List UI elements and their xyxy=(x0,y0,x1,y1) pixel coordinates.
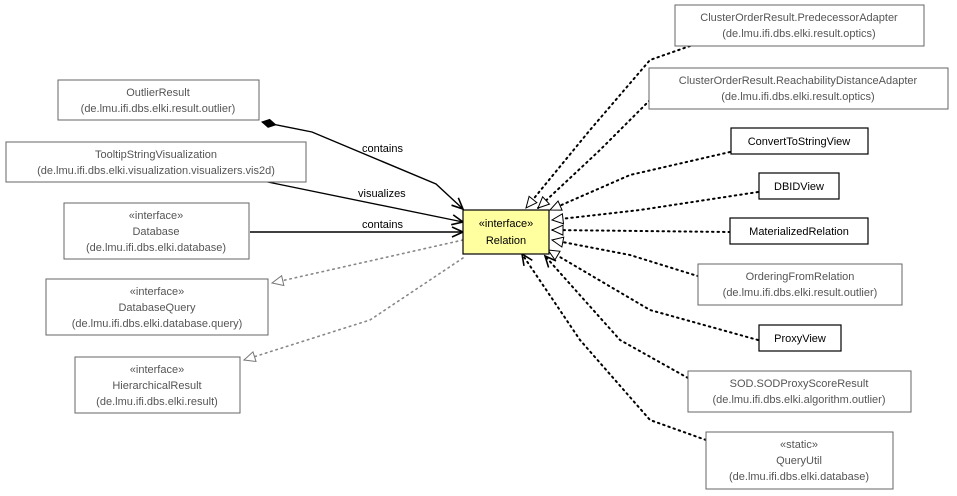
database-query-stereotype: «interface» xyxy=(130,286,184,298)
outlier-result-pkg: (de.lmu.ifi.dbs.elki.result.outlier) xyxy=(81,103,236,115)
edge-relation-databasequery xyxy=(270,239,464,287)
tooltip-name: TooltipStringVisualization xyxy=(95,149,217,161)
class-database-query[interactable]: «interface» DatabaseQuery (de.lmu.ifi.db… xyxy=(45,278,269,336)
edge-queryutil-relation xyxy=(520,252,707,441)
class-reachability-adapter[interactable]: ClusterOrderResult.ReachabilityDistanceA… xyxy=(648,67,949,110)
edge-dbidview-relation xyxy=(550,191,759,225)
relation-name: Relation xyxy=(486,235,526,247)
edge-proxy-relation xyxy=(546,249,759,341)
edge-convert-relation xyxy=(548,151,731,211)
hierarchical-stereotype: «interface» xyxy=(130,364,184,376)
queryutil-pkg: (de.lmu.ifi.dbs.elki.database) xyxy=(729,471,869,483)
dbidview-name: DBIDView xyxy=(774,181,824,193)
predecessor-name: ClusterOrderResult.PredecessorAdapter xyxy=(700,12,898,24)
hierarchical-pkg: (de.lmu.ifi.dbs.elki.result) xyxy=(96,396,218,408)
sod-name: SOD.SODProxyScoreResult xyxy=(730,378,869,390)
queryutil-stereotype: «static» xyxy=(780,439,818,451)
edge-reachability-relation xyxy=(537,99,651,209)
edge-relation-hierarchical xyxy=(242,257,464,363)
class-convert-to-string-view[interactable]: ConvertToStringView xyxy=(730,127,869,155)
class-sod-proxy-score-result[interactable]: SOD.SODProxyScoreResult (de.lmu.ifi.dbs.… xyxy=(687,370,912,413)
edge-outlier-contains xyxy=(261,118,465,211)
class-materialized-relation[interactable]: MaterializedRelation xyxy=(729,217,869,245)
edge-tooltip-visualizes xyxy=(257,179,465,226)
reachability-pkg: (de.lmu.ifi.dbs.elki.result.optics) xyxy=(721,91,874,103)
edge-label-contains-outlier: contains xyxy=(362,143,403,155)
predecessor-pkg: (de.lmu.ifi.dbs.elki.result.optics) xyxy=(722,28,875,40)
edge-materialized-relation xyxy=(550,224,731,236)
class-query-util[interactable]: «static» QueryUtil (de.lmu.ifi.dbs.elki.… xyxy=(705,431,894,490)
class-dbid-view[interactable]: DBIDView xyxy=(758,172,840,200)
ordering-name: OrderingFromRelation xyxy=(746,271,855,283)
reachability-name: ClusterOrderResult.ReachabilityDistanceA… xyxy=(679,75,918,87)
edge-predecessor-relation xyxy=(525,45,691,209)
edge-sod-relation xyxy=(543,254,689,379)
hierarchical-name: HierarchicalResult xyxy=(112,380,201,392)
class-tooltip-string-visualization[interactable]: TooltipStringVisualization (de.lmu.ifi.d… xyxy=(5,141,307,183)
outlier-result-name: OutlierResult xyxy=(126,87,190,99)
database-pkg: (de.lmu.ifi.dbs.elki.database) xyxy=(86,242,226,254)
materialized-name: MaterializedRelation xyxy=(749,226,849,238)
relation-stereotype: «interface» xyxy=(479,218,533,230)
proxy-name: ProxyView xyxy=(774,333,826,345)
convert-name: ConvertToStringView xyxy=(748,136,851,148)
queryutil-name: QueryUtil xyxy=(776,455,822,467)
edge-label-visualizes: visualizes xyxy=(358,188,406,200)
tooltip-pkg: (de.lmu.ifi.dbs.elki.visualization.visua… xyxy=(37,165,275,177)
class-relation[interactable]: «interface» Relation xyxy=(462,209,550,255)
class-outlier-result[interactable]: OutlierResult (de.lmu.ifi.dbs.elki.resul… xyxy=(57,79,260,121)
class-ordering-from-relation[interactable]: OrderingFromRelation (de.lmu.ifi.dbs.elk… xyxy=(697,263,903,306)
sod-pkg: (de.lmu.ifi.dbs.elki.algorithm.outlier) xyxy=(712,394,885,406)
database-query-name: DatabaseQuery xyxy=(118,302,196,314)
class-database[interactable]: «interface» Database (de.lmu.ifi.dbs.elk… xyxy=(63,202,250,260)
database-name: Database xyxy=(132,226,179,238)
ordering-pkg: (de.lmu.ifi.dbs.elki.result.outlier) xyxy=(723,287,878,299)
class-hierarchical-result[interactable]: «interface» HierarchicalResult (de.lmu.i… xyxy=(74,356,241,414)
edge-label-contains-database: contains xyxy=(362,219,403,231)
database-query-pkg: (de.lmu.ifi.dbs.elki.database.query) xyxy=(72,318,243,330)
class-predecessor-adapter[interactable]: ClusterOrderResult.PredecessorAdapter (d… xyxy=(674,4,925,47)
class-proxy-view[interactable]: ProxyView xyxy=(758,324,842,352)
database-stereotype: «interface» xyxy=(129,210,183,222)
edge-ordering-relation xyxy=(550,236,705,279)
